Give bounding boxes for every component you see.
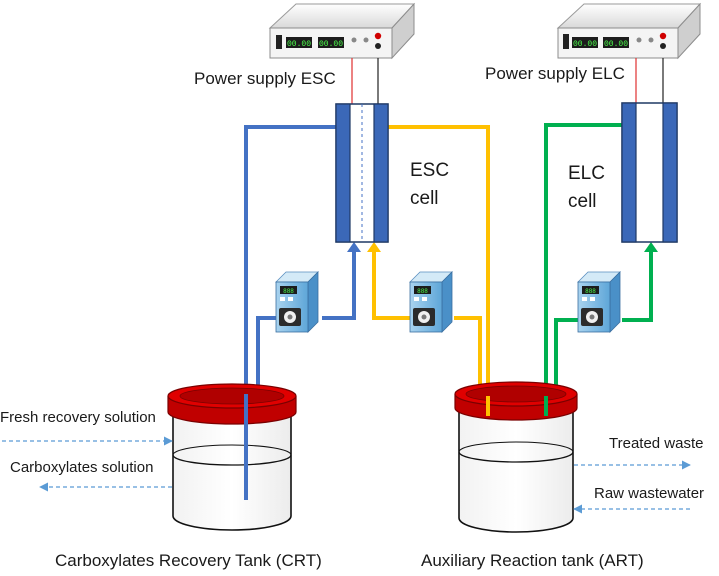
yellow-line-cell-to-tank xyxy=(388,125,490,391)
crt-tank-label: Carboxylates Recovery Tank (CRT) xyxy=(55,551,322,570)
power-supply-elc-label: Power supply ELC xyxy=(485,64,625,83)
blue-line-pump-to-cell xyxy=(322,248,356,320)
carboxylates-solution-label: Carboxylates solution xyxy=(10,459,154,476)
power-supply-esc-label: Power supply ESC xyxy=(194,69,336,88)
esc-cell-label: ESC cell xyxy=(410,160,450,209)
svg-text:00.00: 00.00 xyxy=(287,40,311,49)
fresh-recovery-solution-label: Fresh recovery solution xyxy=(0,409,156,426)
svg-text:888: 888 xyxy=(283,288,294,295)
elc-cell-label: ELC cell xyxy=(568,163,605,212)
svg-text:888: 888 xyxy=(585,288,596,295)
pump-yellow-circuit: 888 xyxy=(409,271,453,333)
green-line-cell-to-tank xyxy=(544,123,622,391)
art-tank-label: Auxiliary Reaction tank (ART) xyxy=(421,551,644,570)
blue-arrow-into-cell xyxy=(347,242,361,252)
green-arrow-into-cell xyxy=(644,242,658,252)
svg-text:00.00: 00.00 xyxy=(604,40,628,49)
yellow-line-pump-to-cell xyxy=(372,248,412,320)
treated-waste-label: Treated waste xyxy=(609,435,704,452)
raw-wastewater-label: Raw wastewater xyxy=(594,485,705,502)
esc-cell xyxy=(335,103,389,243)
pump-green-circuit: 888 xyxy=(577,271,621,333)
yellow-arrow-into-cell xyxy=(367,242,381,252)
crt-tank xyxy=(167,383,297,531)
power-supply-esc: 00.00 00.00 xyxy=(268,2,416,60)
pump-blue-circuit: 888 xyxy=(275,271,319,333)
blue-line-cell-to-tank xyxy=(244,125,336,391)
svg-text:888: 888 xyxy=(417,288,428,295)
power-supply-elc: 00.00 00.00 xyxy=(556,2,702,60)
green-line-pump-to-cell xyxy=(622,248,653,322)
svg-text:00.00: 00.00 xyxy=(573,40,597,49)
svg-text:00.00: 00.00 xyxy=(319,40,343,49)
elc-cell xyxy=(621,102,678,243)
art-tank xyxy=(454,381,578,533)
